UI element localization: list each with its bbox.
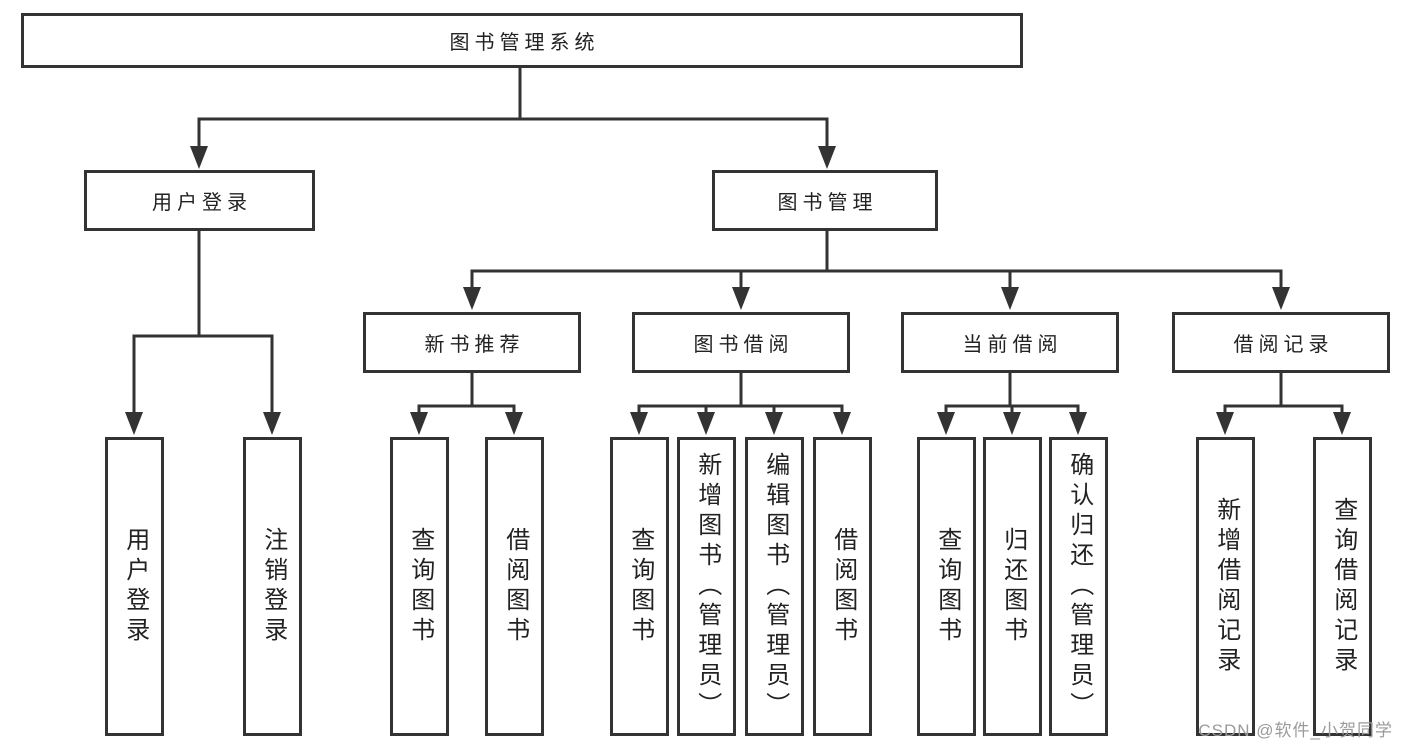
leaf-borrow-borrow: 借阅图书 [813, 437, 872, 736]
node-user-login: 用户登录 [84, 170, 315, 231]
connector-bookborrow-to-leaves [630, 373, 851, 435]
leaf-current-query-label: 查询图书 [933, 526, 961, 647]
leaf-current-query: 查询图书 [917, 437, 976, 736]
connector-currentborrow-to-leaves [937, 373, 1087, 435]
leaf-user-login-label: 用户登录 [121, 526, 149, 647]
node-root: 图书管理系统 [21, 13, 1023, 68]
node-book-borrow: 图书借阅 [632, 312, 850, 373]
leaf-borrow-add: 新增图书（管理员） [677, 437, 736, 736]
leaf-current-return: 归还图书 [983, 437, 1042, 736]
leaf-borrow-borrow-label: 借阅图书 [829, 526, 857, 647]
leaf-logout-label: 注销登录 [259, 526, 287, 647]
csdn-watermark: CSDN @软件_小贺同学 [1198, 721, 1393, 740]
leaf-records-query: 查询借阅记录 [1313, 437, 1372, 736]
leaf-newbooks-borrow: 借阅图书 [485, 437, 544, 736]
leaf-newbooks-borrow-label: 借阅图书 [501, 526, 529, 647]
leaf-borrow-edit: 编辑图书（管理员） [745, 437, 804, 736]
connector-root-to-level2 [190, 68, 836, 169]
leaf-borrow-query: 查询图书 [610, 437, 669, 736]
leaf-newbooks-query-label: 查询图书 [406, 526, 434, 647]
leaf-current-confirm-return-label: 确认归还（管理员） [1065, 451, 1093, 722]
connector-userlogin-to-leaves [125, 231, 281, 435]
node-borrow-records: 借阅记录 [1172, 312, 1390, 373]
node-book-management: 图书管理 [712, 170, 938, 231]
leaf-user-login: 用户登录 [105, 437, 164, 736]
connector-bookmgmt-to-level3 [463, 231, 1290, 310]
leaf-records-query-label: 查询借阅记录 [1329, 496, 1357, 677]
leaf-records-add: 新增借阅记录 [1196, 437, 1255, 736]
leaf-current-confirm-return: 确认归还（管理员） [1049, 437, 1108, 736]
leaf-borrow-query-label: 查询图书 [626, 526, 654, 647]
node-new-book-recommend: 新书推荐 [363, 312, 581, 373]
leaf-records-add-label: 新增借阅记录 [1212, 496, 1240, 677]
leaf-borrow-add-label: 新增图书（管理员） [693, 451, 721, 722]
connector-records-to-leaves [1216, 373, 1351, 435]
leaf-newbooks-query: 查询图书 [390, 437, 449, 736]
node-current-borrow: 当前借阅 [901, 312, 1119, 373]
leaf-current-return-label: 归还图书 [999, 526, 1027, 647]
leaf-logout: 注销登录 [243, 437, 302, 736]
connector-newbooks-to-leaves [410, 373, 523, 435]
leaf-borrow-edit-label: 编辑图书（管理员） [761, 451, 789, 722]
